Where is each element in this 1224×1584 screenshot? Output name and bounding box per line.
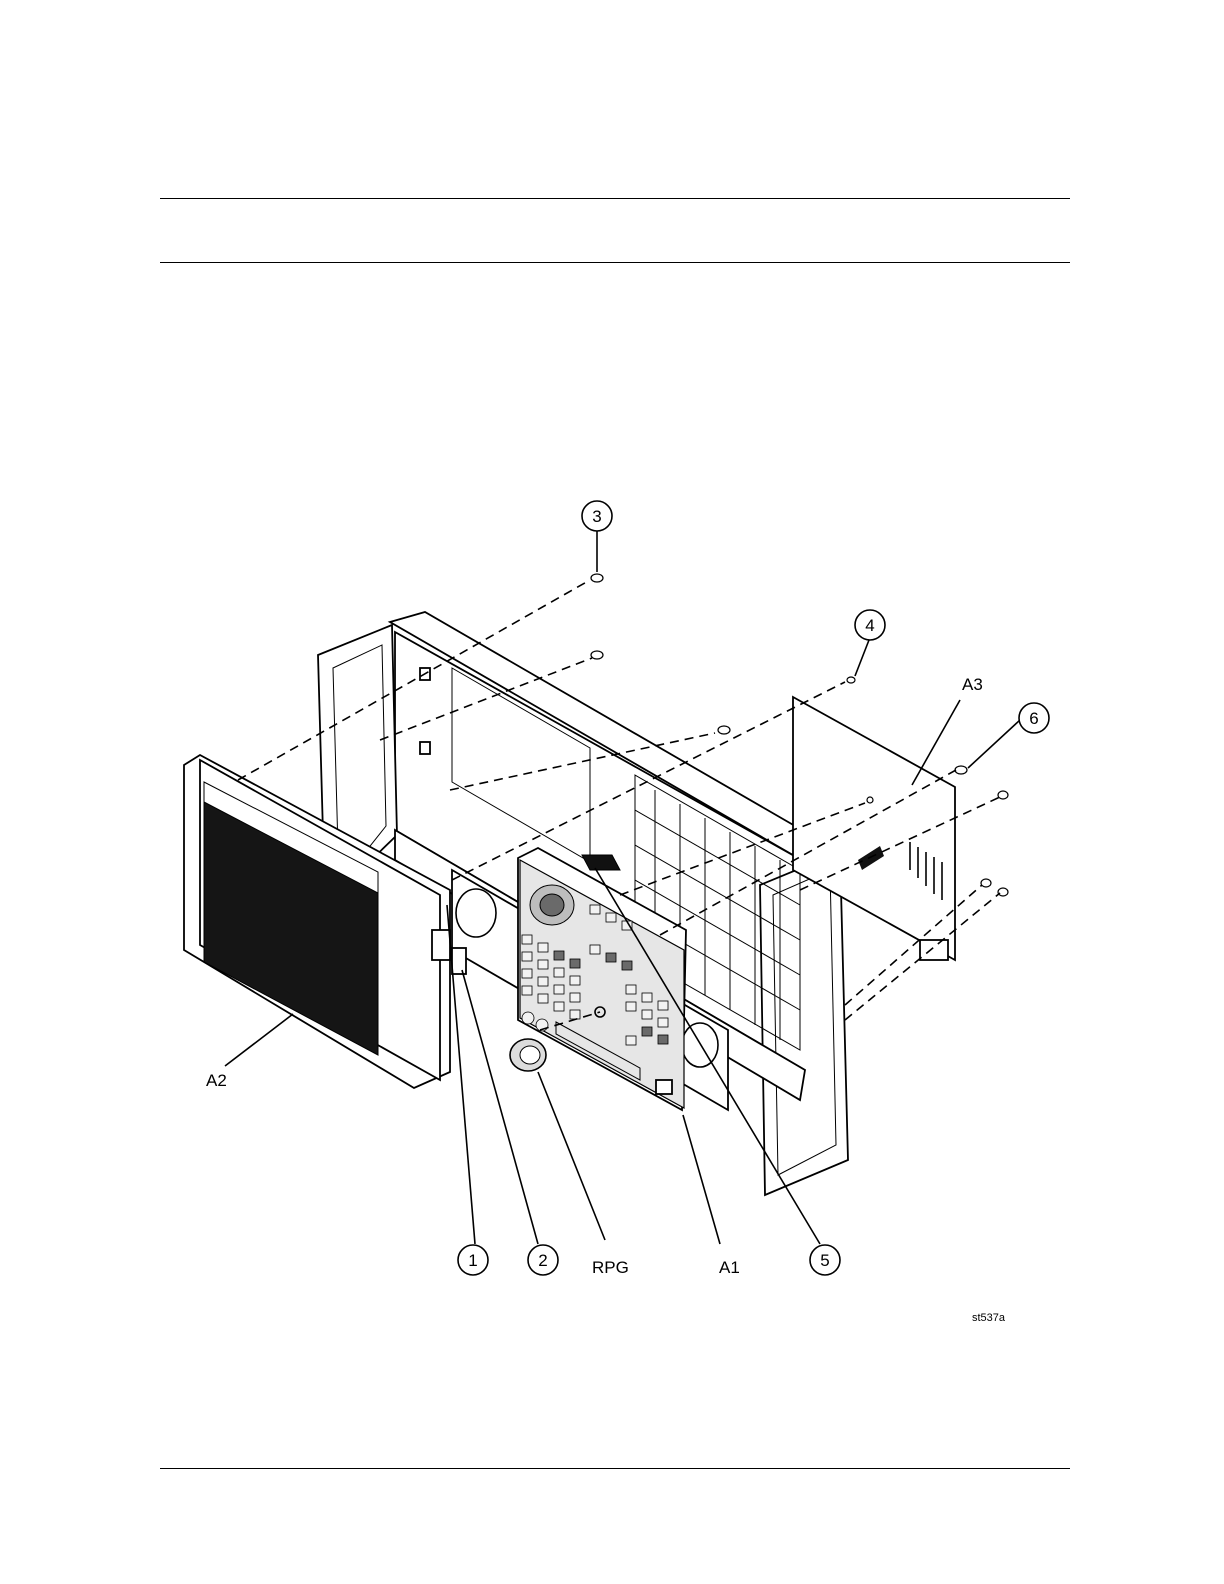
label-rpg: RPG — [592, 1258, 629, 1277]
svg-text:6: 6 — [1029, 709, 1038, 728]
callout-6: 6 — [1019, 703, 1049, 733]
svg-text:1: 1 — [468, 1251, 477, 1270]
callout-2: 2 — [528, 1245, 558, 1275]
label-a2: A2 — [206, 1071, 227, 1090]
figure-id: st537a — [972, 1312, 1006, 1324]
svg-text:3: 3 — [592, 507, 601, 526]
svg-text:5: 5 — [820, 1251, 829, 1270]
callout-4: 4 — [855, 610, 885, 640]
svg-text:2: 2 — [538, 1251, 547, 1270]
label-a1: A1 — [719, 1258, 740, 1277]
callout-5: 5 — [810, 1245, 840, 1275]
svg-text:4: 4 — [865, 616, 874, 635]
callout-1: 1 — [458, 1245, 488, 1275]
label-a3: A3 — [962, 675, 983, 694]
callout-3: 3 — [582, 501, 612, 531]
rpg-knob — [510, 1039, 546, 1071]
